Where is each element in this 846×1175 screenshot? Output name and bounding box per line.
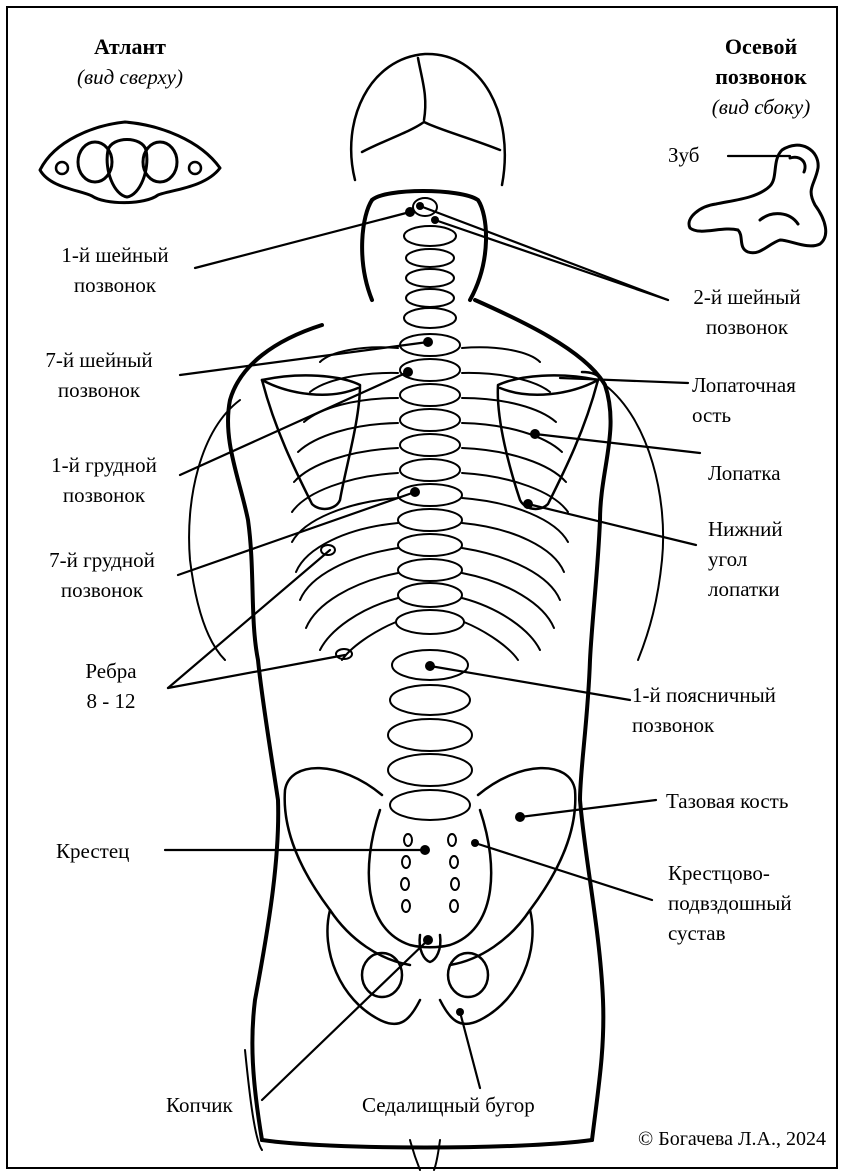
label-c1: 1-й шейный позвонок [30, 240, 200, 300]
label-c2: 2-й шейный позвонок [662, 282, 832, 342]
axis-subtitle: (вид сбоку) [686, 92, 836, 122]
label-l1-line1: 1-й поясничный [632, 680, 776, 710]
axis-title-line1: Осевой [686, 32, 836, 62]
label-c1-line1: 1-й шейный [30, 240, 200, 270]
label-inferior-angle: Нижний угол лопатки [708, 514, 783, 604]
axis-vertebra-drawing [689, 145, 826, 253]
atlas-vertebra-drawing [40, 122, 220, 203]
label-t7-line2: позвонок [12, 575, 192, 605]
label-dens: Зуб [668, 140, 699, 170]
label-inferior-angle-line1: Нижний [708, 514, 783, 544]
label-ischial-tuberosity: Седалищный бугор [362, 1090, 535, 1120]
label-scapular-spine-line1: Лопаточная [692, 370, 796, 400]
label-scapular-spine-line2: ость [692, 400, 796, 430]
label-scapular-spine: Лопаточная ость [692, 370, 796, 430]
arm-outline [189, 385, 663, 1170]
label-t7-line1: 7-й грудной [12, 545, 192, 575]
axis-title-line2: позвонок [686, 62, 836, 92]
atlas-title-block: Атлант (вид сверху) [60, 32, 200, 92]
label-l1-line2: позвонок [632, 710, 776, 740]
label-t1: 1-й грудной позвонок [14, 450, 194, 510]
label-coccyx: Копчик [166, 1090, 233, 1120]
label-c7-line2: позвонок [14, 375, 184, 405]
label-c1-line2: позвонок [30, 270, 200, 300]
marker-dots [403, 202, 540, 1016]
label-scapula: Лопатка [708, 458, 781, 488]
label-c2-line1: 2-й шейный [662, 282, 832, 312]
label-t1-line2: позвонок [14, 480, 194, 510]
label-t1-line1: 1-й грудной [14, 450, 194, 480]
pelvis-drawing [285, 768, 576, 1024]
label-si-joint-line3: сустав [668, 918, 792, 948]
label-l1: 1-й поясничный позвонок [632, 680, 776, 740]
head-outline [351, 54, 505, 185]
copyright-notice: © Богачева Л.А., 2024 [638, 1128, 826, 1151]
label-c7-line1: 7-й шейный [14, 345, 184, 375]
label-si-joint: Крестцово- подвздошный сустав [668, 858, 792, 948]
sacral-foramina [401, 834, 459, 912]
atlas-title: Атлант [60, 32, 200, 62]
label-pelvic-bone: Тазовая кость [666, 786, 788, 816]
label-si-joint-line1: Крестцово- [668, 858, 792, 888]
label-c7: 7-й шейный позвонок [14, 345, 184, 405]
axis-title-block: Осевой позвонок (вид сбоку) [686, 32, 836, 122]
label-ribs-line2: 8 - 12 [56, 686, 166, 716]
label-t7: 7-й грудной позвонок [12, 545, 192, 605]
atlas-subtitle: (вид сверху) [60, 62, 200, 92]
label-ribs-line1: Ребра [56, 656, 166, 686]
label-inferior-angle-line2: угол [708, 544, 783, 574]
label-sacrum: Крестец [56, 836, 129, 866]
spine-drawing [388, 198, 472, 820]
label-ribs: Ребра 8 - 12 [56, 656, 166, 716]
label-c2-line2: позвонок [662, 312, 832, 342]
label-inferior-angle-line3: лопатки [708, 574, 783, 604]
label-si-joint-line2: подвздошный [668, 888, 792, 918]
